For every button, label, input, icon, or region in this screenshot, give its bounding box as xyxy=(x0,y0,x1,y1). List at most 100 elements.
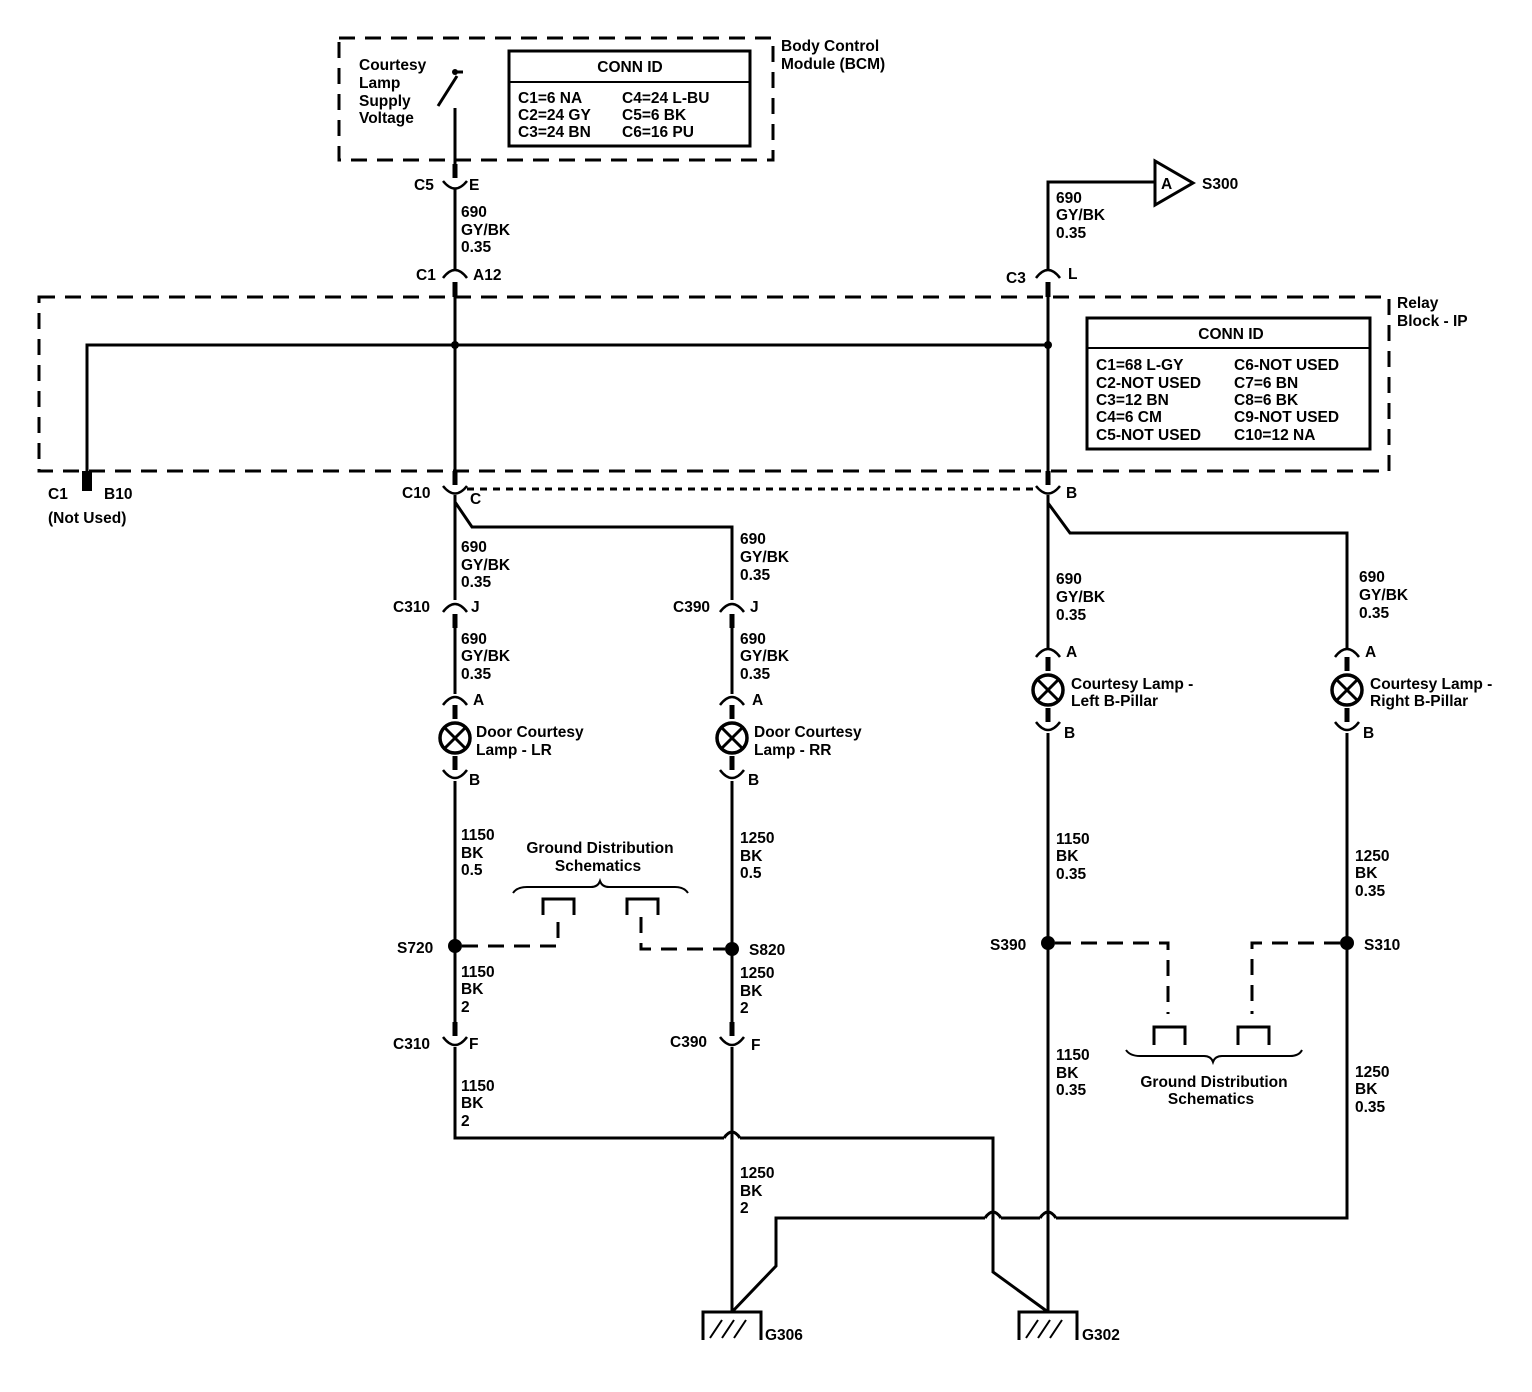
wire-label-690-s300: 690 GY/BK 0.35 xyxy=(1056,190,1106,242)
conn-c5-label: C5 xyxy=(414,177,434,194)
courtesy-supply-switch-icon xyxy=(436,69,463,107)
svg-text:GY/BK: GY/BK xyxy=(1056,589,1106,606)
svg-text:GY/BK: GY/BK xyxy=(461,222,511,239)
svg-text:BK: BK xyxy=(740,983,763,1000)
wire-label-690-rr2: 690 GY/BK 0.35 xyxy=(740,631,790,683)
conn-c3-pin: L xyxy=(1068,266,1077,283)
ground-distribution-right: Ground Distribution Schematics xyxy=(1055,941,1340,1108)
conn-c10-pin-c: C xyxy=(470,491,481,508)
svg-text:1150: 1150 xyxy=(1056,1047,1090,1064)
unused-pin-b10-icon xyxy=(82,471,92,491)
courtesy-lamp-right-b-pillar: A B Courtesy Lamp - Right B-Pillar xyxy=(1330,644,1492,742)
lamp-lb-line1: Courtesy Lamp - xyxy=(1071,676,1193,693)
relay-conn-cell: C10=12 NA xyxy=(1234,427,1315,444)
bcm-switch-label: Courtesy Lamp Supply Voltage xyxy=(359,57,427,127)
splice-s310-icon xyxy=(1340,936,1354,950)
wire-to-s300 xyxy=(1046,180,1155,270)
ground-dist-right-line: Ground Distribution xyxy=(1140,1074,1287,1091)
lamp-lb-pin-a: A xyxy=(1066,644,1077,661)
bcm-title-line2: Module (BCM) xyxy=(781,56,885,73)
svg-text:1150: 1150 xyxy=(1056,831,1090,848)
svg-text:690: 690 xyxy=(1056,571,1082,588)
svg-text:0.35: 0.35 xyxy=(1355,1099,1386,1116)
lamp-lb-line2: Left B-Pillar xyxy=(1071,693,1158,710)
conn-c310-j-label: C310 xyxy=(393,599,430,616)
courtesy-lamp-left-b-pillar: A B Courtesy Lamp - Left B-Pillar xyxy=(1031,644,1193,742)
svg-text:2: 2 xyxy=(461,999,470,1016)
svg-text:0.5: 0.5 xyxy=(461,862,483,879)
relay-conn-cell: C7=6 BN xyxy=(1234,375,1298,392)
connector-c10-c-icon xyxy=(442,485,468,495)
splice-s390-label: S390 xyxy=(990,937,1026,954)
conn-c390-j-pin: J xyxy=(750,599,759,616)
svg-text:BK: BK xyxy=(461,845,484,862)
svg-text:1250: 1250 xyxy=(1355,1064,1389,1081)
lamp-lr-pin-b: B xyxy=(469,772,480,789)
relay-block-boundary xyxy=(37,295,1391,473)
unused-pin-note: (Not Used) xyxy=(48,510,126,527)
relay-internal-bus xyxy=(85,343,1048,471)
wire-label-1250-s310: 1250 BK 0.35 xyxy=(1355,1064,1389,1116)
relay-conn-cell: C8=6 BK xyxy=(1234,392,1299,409)
splice-s390-icon xyxy=(1041,936,1055,950)
svg-text:1150: 1150 xyxy=(461,827,495,844)
svg-text:GY/BK: GY/BK xyxy=(740,648,790,665)
connector-c3-icon xyxy=(1035,268,1061,279)
bcm-conn-cell: C1=6 NA xyxy=(518,90,582,107)
relay-block-title-line2: Block - IP xyxy=(1397,313,1468,330)
svg-text:BK: BK xyxy=(461,1095,484,1112)
svg-text:1250: 1250 xyxy=(740,830,774,847)
wire-branch-right-b-pillar xyxy=(1046,502,1349,648)
conn-c310-j-pin: J xyxy=(471,599,480,616)
svg-text:0.35: 0.35 xyxy=(740,567,771,584)
wire-label-1250-s820: 1250 BK 2 xyxy=(740,965,774,1017)
svg-text:690: 690 xyxy=(461,204,487,221)
connector-c310-f-icon xyxy=(442,1036,468,1047)
lamp-bulb-icon xyxy=(1330,673,1364,707)
unused-pin-id: B10 xyxy=(104,486,132,503)
ground-dist-left-line: Ground Distribution xyxy=(526,840,673,857)
ground-icon xyxy=(701,1310,763,1340)
svg-text:0.35: 0.35 xyxy=(1056,866,1087,883)
connector-c5-icon xyxy=(442,180,468,190)
offpage-letter: A xyxy=(1161,176,1172,193)
svg-text:BK: BK xyxy=(461,981,484,998)
lamp-lr-line1: Door Courtesy xyxy=(476,724,584,741)
ground-g306-label: G306 xyxy=(765,1327,803,1344)
svg-text:0.35: 0.35 xyxy=(1056,607,1087,624)
relay-conn-cell: C6-NOT USED xyxy=(1234,357,1339,374)
svg-text:GY/BK: GY/BK xyxy=(740,549,790,566)
wire-label-1250-rb: 1250 BK 0.35 xyxy=(1355,848,1389,900)
connector-c310-j-icon xyxy=(442,602,468,613)
svg-text:690: 690 xyxy=(1359,569,1385,586)
wire-label-690-lr2: 690 GY/BK 0.35 xyxy=(461,631,511,683)
splice-s720-label: S720 xyxy=(397,940,433,957)
svg-text:0.5: 0.5 xyxy=(740,865,762,882)
conn-c390-f-label: C390 xyxy=(670,1034,707,1051)
svg-text:2: 2 xyxy=(740,1200,749,1217)
svg-text:0.35: 0.35 xyxy=(461,666,492,683)
lamp-rb-line2: Right B-Pillar xyxy=(1370,693,1468,710)
svg-text:GY/BK: GY/BK xyxy=(1056,207,1106,224)
splice-s820-label: S820 xyxy=(749,942,785,959)
svg-text:690: 690 xyxy=(740,631,766,648)
svg-text:GY/BK: GY/BK xyxy=(461,557,511,574)
wire-label-1150-c310: 1150 BK 2 xyxy=(461,1078,495,1130)
svg-text:1150: 1150 xyxy=(461,1078,495,1095)
svg-text:1150: 1150 xyxy=(461,964,495,981)
wire-label-1150-lb: 1150 BK 0.35 xyxy=(1056,831,1090,883)
splice-s720-icon xyxy=(448,939,462,953)
wire-label-1150-s720: 1150 BK 2 xyxy=(461,964,495,1016)
svg-text:GY/BK: GY/BK xyxy=(1359,587,1409,604)
lamp-rb-line1: Courtesy Lamp - xyxy=(1370,676,1492,693)
relay-conn-id-table: CONN ID C1=68 L-GY C6-NOT USED C2-NOT US… xyxy=(1085,316,1372,451)
svg-text:1250: 1250 xyxy=(740,965,774,982)
ground-icon xyxy=(1017,1310,1079,1340)
door-courtesy-lamp-rr: A B Door Courtesy Lamp - RR xyxy=(715,692,862,789)
door-courtesy-lamp-lr: A B Door Courtesy Lamp - LR xyxy=(438,692,584,789)
svg-text:1250: 1250 xyxy=(740,1165,774,1182)
svg-text:0.35: 0.35 xyxy=(1355,883,1386,900)
bcm-conn-id-title: CONN ID xyxy=(597,59,662,76)
bcm-conn-cell: C6=16 PU xyxy=(622,124,694,141)
svg-text:0.35: 0.35 xyxy=(461,574,492,591)
